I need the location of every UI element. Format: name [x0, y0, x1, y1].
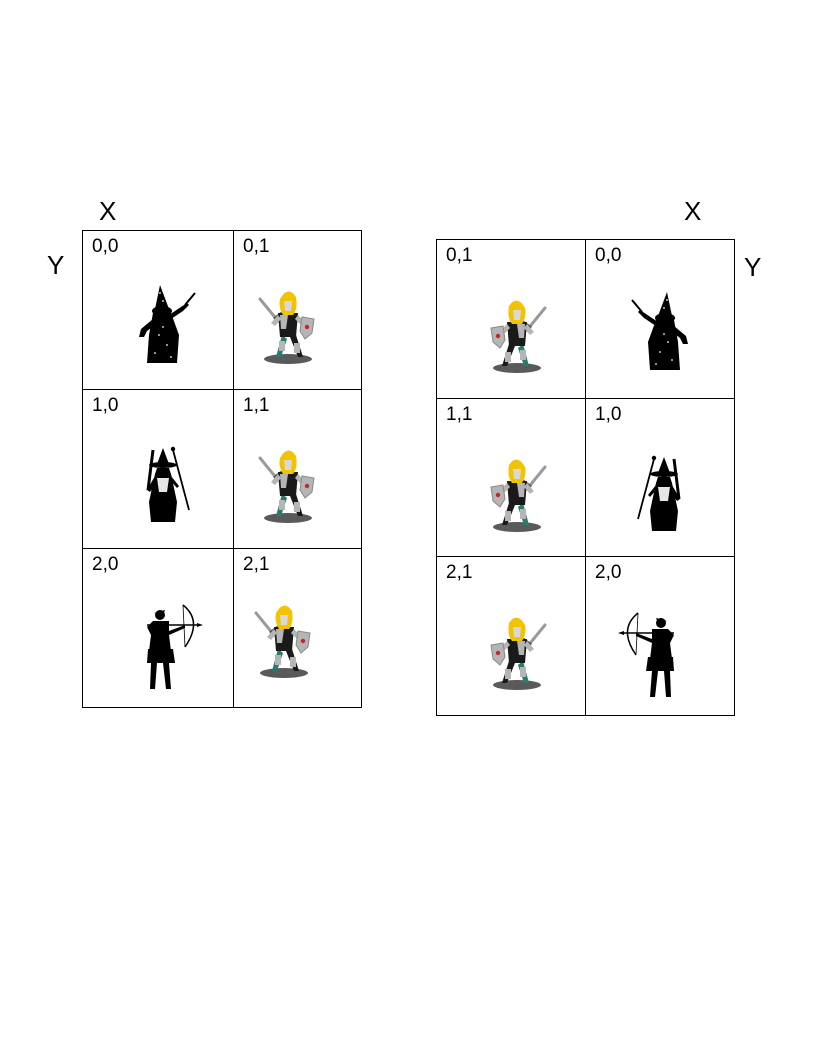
right-cell-5: 2,0: [586, 557, 735, 716]
cell-coordinate: 1,0: [595, 404, 622, 425]
knight-icon: [467, 597, 567, 697]
cell-coordinate: 0,1: [243, 236, 270, 257]
cell-coordinate: 1,1: [446, 404, 473, 425]
left-cell-1: 0,1: [234, 231, 362, 390]
right-grid-row-2: 2,1 2,0: [437, 557, 735, 716]
knight-icon: [238, 430, 338, 530]
right-cell-0: 0,1: [437, 240, 586, 399]
left-grid: 0,0 0,1 1,0 1,1 2,0 2,1: [82, 230, 362, 708]
wizard-icon: [113, 273, 213, 373]
cell-coordinate: 0,0: [92, 236, 119, 257]
cell-coordinate: 2,0: [92, 554, 119, 575]
left-grid-row-0: 0,0 0,1: [83, 231, 362, 390]
cell-coordinate: 1,1: [243, 395, 270, 416]
cell-coordinate: 0,0: [595, 245, 622, 266]
cell-coordinate: 1,0: [92, 395, 119, 416]
left-cell-3: 1,1: [234, 390, 362, 549]
cell-coordinate: 0,1: [446, 245, 473, 266]
right-grid-row-0: 0,1 0,0: [437, 240, 735, 399]
cell-coordinate: 2,1: [446, 562, 473, 583]
right-grid-row-1: 1,1 1,0: [437, 399, 735, 557]
right-cell-1: 0,0: [586, 240, 735, 399]
left-y-axis-label: Y: [47, 250, 65, 280]
left-x-axis-label: X: [99, 196, 117, 226]
archer-icon: [113, 591, 213, 691]
left-grid-row-2: 2,0 2,1: [83, 549, 362, 708]
right-cell-2: 1,1: [437, 399, 586, 557]
left-cell-5: 2,1: [234, 549, 362, 708]
wizard-icon: [614, 280, 714, 380]
left-grid-row-1: 1,0 1,1: [83, 390, 362, 549]
right-y-axis-label: Y: [744, 252, 762, 282]
left-cell-2: 1,0: [83, 390, 234, 549]
left-cell-0: 0,0: [83, 231, 234, 390]
knight-icon: [234, 585, 334, 685]
right-cell-3: 1,0: [586, 399, 735, 557]
knight-icon: [467, 280, 567, 380]
cell-coordinate: 2,0: [595, 562, 622, 583]
knight-icon: [467, 439, 567, 539]
mage-icon: [113, 430, 213, 530]
cell-coordinate: 2,1: [243, 554, 270, 575]
knight-icon: [238, 271, 338, 371]
right-cell-4: 2,1: [437, 557, 586, 716]
left-cell-4: 2,0: [83, 549, 234, 708]
mage-icon: [614, 439, 714, 539]
right-grid: 0,1 0,0 1,1 1,0 2,1 2,0: [436, 239, 735, 716]
archer-icon: [608, 599, 708, 699]
right-x-axis-label: X: [684, 196, 702, 226]
